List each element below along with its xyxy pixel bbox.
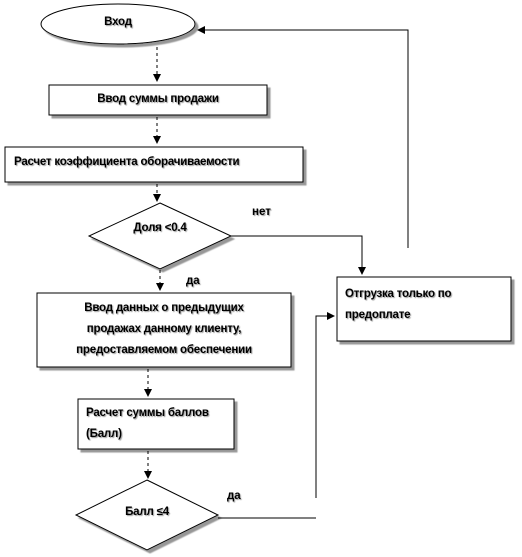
connector-score-yes-up — [315, 312, 335, 498]
start-ellipse — [40, 3, 196, 45]
edge-label-share-yes: да — [186, 275, 200, 287]
input-history-line-2: продажах данному клиенту, — [86, 323, 242, 335]
prepay-only-line-2: предоплате — [345, 309, 411, 321]
prepay-only-box — [336, 276, 512, 342]
decision-share-diamond — [87, 202, 233, 270]
edge-label-score-yes: да — [227, 490, 241, 502]
start-label: Вход — [104, 16, 132, 28]
calc-score-line-2: (Балл) — [86, 428, 122, 440]
input-history-line-1: Ввод данных о предыдущих — [84, 302, 244, 314]
calc-score-box — [77, 398, 235, 450]
edge-label-share-no: нет — [252, 206, 271, 218]
calc-score-line-1: Расчет суммы баллов — [86, 407, 209, 419]
input-history-label: Ввод данных о предыдущих продажах данном… — [37, 298, 291, 361]
calc-score-label: Расчет суммы баллов (Балл) — [86, 403, 232, 445]
prepay-only-line-1: Отгрузка только по — [345, 288, 452, 300]
calc-turnover-box — [4, 146, 304, 183]
input-history-box — [36, 292, 292, 368]
decision-score-diamond — [74, 479, 220, 551]
calc-turnover-label: Расчет коэффициента оборачиваемости — [14, 156, 240, 168]
input-sale-box — [48, 84, 268, 116]
prepay-only-label: Отгрузка только по предоплате — [345, 284, 509, 326]
decision-score-label: Балл ≤4 — [125, 506, 169, 518]
input-sale-label: Ввод суммы продажи — [97, 93, 219, 105]
decision-share-label: Доля <0.4 — [133, 222, 187, 234]
input-history-line-3: предоставляемом обеспечении — [76, 344, 252, 356]
connector-prepay-loop-to-start — [197, 26, 409, 248]
connector-share-no-to-prepay — [231, 235, 366, 275]
